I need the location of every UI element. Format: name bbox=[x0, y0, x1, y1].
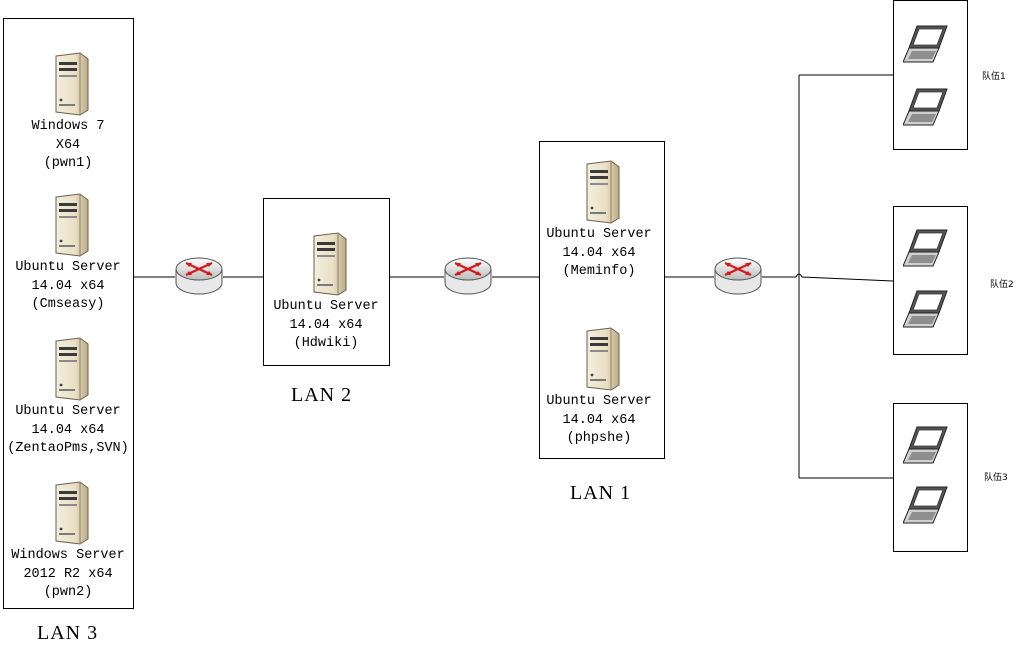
server-label: 2012 R2 x64 bbox=[23, 566, 113, 582]
server-label: Ubuntu Server bbox=[546, 394, 652, 409]
server-meminfo: Ubuntu Server 14.04 x64 (Meminfo) bbox=[534, 160, 664, 282]
server-icon bbox=[261, 232, 391, 296]
server-label: Ubuntu Server bbox=[546, 227, 652, 242]
server-phpshe: Ubuntu Server 14.04 x64 (phpshe) bbox=[534, 327, 664, 449]
server-hdwiki: Ubuntu Server 14.04 x64 (Hdwiki) bbox=[261, 232, 391, 354]
server-label: Windows 7 bbox=[31, 119, 105, 134]
server-pwn2: Windows Server 2012 R2 x64 (pwn2) bbox=[3, 481, 133, 603]
laptop-icon bbox=[902, 485, 949, 525]
server-label: Ubuntu Server bbox=[15, 260, 121, 275]
server-icon bbox=[3, 337, 133, 401]
server-label: (phpshe) bbox=[566, 431, 632, 446]
server-label: (Hdwiki) bbox=[293, 336, 359, 351]
server-icon bbox=[3, 481, 133, 545]
server-label: 14.04 x64 bbox=[31, 278, 105, 294]
server-label: (Meminfo) bbox=[562, 264, 636, 279]
server-label: 14.04 x64 bbox=[562, 245, 636, 261]
server-label: (Cmseasy) bbox=[31, 297, 105, 312]
team1-box bbox=[893, 0, 968, 150]
server-label: X64 bbox=[55, 137, 81, 153]
server-label: 14.04 x64 bbox=[31, 422, 105, 438]
laptop-icon bbox=[902, 87, 949, 127]
server-icon bbox=[3, 193, 133, 257]
server-cmseasy: Ubuntu Server 14.04 x64 (Cmseasy) bbox=[3, 193, 133, 315]
team2-label: 队伍2 bbox=[990, 280, 1014, 290]
laptop-icon bbox=[902, 289, 949, 329]
server-label: (ZentaoPms,SVN) bbox=[7, 441, 129, 456]
server-icon bbox=[534, 160, 664, 224]
lan2-label: LAN 2 bbox=[291, 384, 353, 406]
server-label: (pwn1) bbox=[43, 156, 93, 171]
router-icon bbox=[713, 252, 763, 298]
lan1-label: LAN 1 bbox=[570, 482, 632, 504]
server-label: Windows Server bbox=[11, 548, 125, 563]
laptop-icon bbox=[902, 425, 949, 465]
laptop-icon bbox=[902, 24, 949, 64]
lan3-label: LAN 3 bbox=[37, 622, 99, 644]
laptop-icon bbox=[902, 228, 949, 268]
router-icon bbox=[443, 252, 493, 298]
server-zentao: Ubuntu Server 14.04 x64 (ZentaoPms,SVN) bbox=[3, 337, 133, 459]
server-label: Ubuntu Server bbox=[15, 404, 121, 419]
server-pwn1: Windows 7 X64 (pwn1) bbox=[3, 52, 133, 174]
team1-label: 队伍1 bbox=[982, 72, 1006, 82]
router-icon bbox=[174, 252, 224, 298]
link-router3-bus bbox=[762, 273, 894, 282]
server-label: (pwn2) bbox=[43, 585, 93, 600]
server-label: 14.04 x64 bbox=[562, 412, 636, 428]
server-icon bbox=[534, 327, 664, 391]
server-icon bbox=[3, 52, 133, 116]
team3-label: 队伍3 bbox=[984, 473, 1008, 483]
server-label: Ubuntu Server bbox=[273, 299, 379, 314]
server-label: 14.04 x64 bbox=[289, 317, 363, 333]
